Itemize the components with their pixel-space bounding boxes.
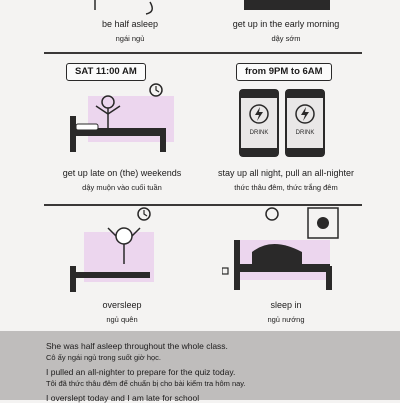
all-nighter-illustration: DRINK DRINK bbox=[236, 84, 336, 160]
divider-top bbox=[44, 52, 362, 54]
lightning-icon bbox=[255, 107, 263, 121]
drink-can-icon: DRINK bbox=[239, 89, 279, 157]
example-1-vi: Cô ấy ngái ngủ trong suốt giờ học. bbox=[46, 353, 161, 362]
sleepy-face-icon bbox=[115, 227, 133, 245]
oversleep-caption: oversleep ngủ quên bbox=[32, 300, 212, 325]
sleep-in-en: sleep in bbox=[270, 300, 302, 310]
all-nighter-en: stay up all night, pull an all-nighter bbox=[217, 168, 355, 178]
early-morning-illustration bbox=[244, 0, 330, 10]
example-2-en: I pulled an all-nighter to prepare for t… bbox=[46, 367, 236, 377]
oversleep-vi: ngủ quên bbox=[106, 315, 138, 324]
bed-icon bbox=[70, 116, 166, 152]
get-up-late-illustration bbox=[60, 80, 180, 162]
time-badge-saturday: SAT 11:00 AM bbox=[66, 63, 146, 81]
alarm-clock-icon bbox=[149, 83, 163, 97]
alarm-clock-icon bbox=[265, 207, 279, 221]
half-asleep-en: be half asleep bbox=[101, 19, 159, 29]
half-asleep-caption: be half asleep ngái ngủ bbox=[40, 19, 220, 44]
sleep-in-vi: ngủ nướng bbox=[267, 315, 305, 324]
early-morning-caption: get up in the early morning dậy sớm bbox=[196, 19, 376, 44]
time-badge-night: from 9PM to 6AM bbox=[236, 63, 332, 81]
sun-icon bbox=[307, 207, 339, 239]
early-morning-vi: dậy sớm bbox=[271, 34, 301, 43]
alarm-clock-icon bbox=[137, 207, 151, 221]
divider-middle bbox=[44, 204, 362, 206]
all-nighter-caption: stay up all night, pull an all-nighter t… bbox=[196, 168, 376, 193]
sleep-in-caption: sleep in ngủ nướng bbox=[196, 300, 376, 325]
half-asleep-vi: ngái ngủ bbox=[115, 34, 145, 43]
example-sentences-panel: She was half asleep throughout the whole… bbox=[0, 331, 400, 403]
oversleep-illustration bbox=[64, 206, 164, 298]
svg-text:DRINK: DRINK bbox=[250, 130, 269, 136]
all-nighter-vi: thức thâu đêm, thức trắng đêm bbox=[234, 183, 338, 192]
svg-text:DRINK: DRINK bbox=[296, 130, 315, 136]
power-plug-icon bbox=[221, 267, 229, 275]
example-1-en: She was half asleep throughout the whole… bbox=[46, 341, 228, 351]
sleep-in-illustration bbox=[221, 206, 342, 298]
example-3-en: I overslept today and I am late for scho… bbox=[46, 393, 200, 403]
oversleep-en: oversleep bbox=[102, 300, 142, 310]
early-morning-en: get up in the early morning bbox=[232, 19, 340, 29]
get-up-late-caption: get up late on (the) weekends dậy muộn v… bbox=[32, 168, 212, 193]
example-2-vi: Tôi đã thức thâu đêm để chuẩn bị cho bài… bbox=[46, 379, 246, 388]
get-up-late-vi: dậy muộn vào cuối tuần bbox=[82, 183, 162, 192]
half-asleep-illustration bbox=[90, 0, 190, 16]
drink-can-icon-2: DRINK bbox=[285, 89, 325, 157]
get-up-late-en: get up late on (the) weekends bbox=[62, 168, 182, 178]
